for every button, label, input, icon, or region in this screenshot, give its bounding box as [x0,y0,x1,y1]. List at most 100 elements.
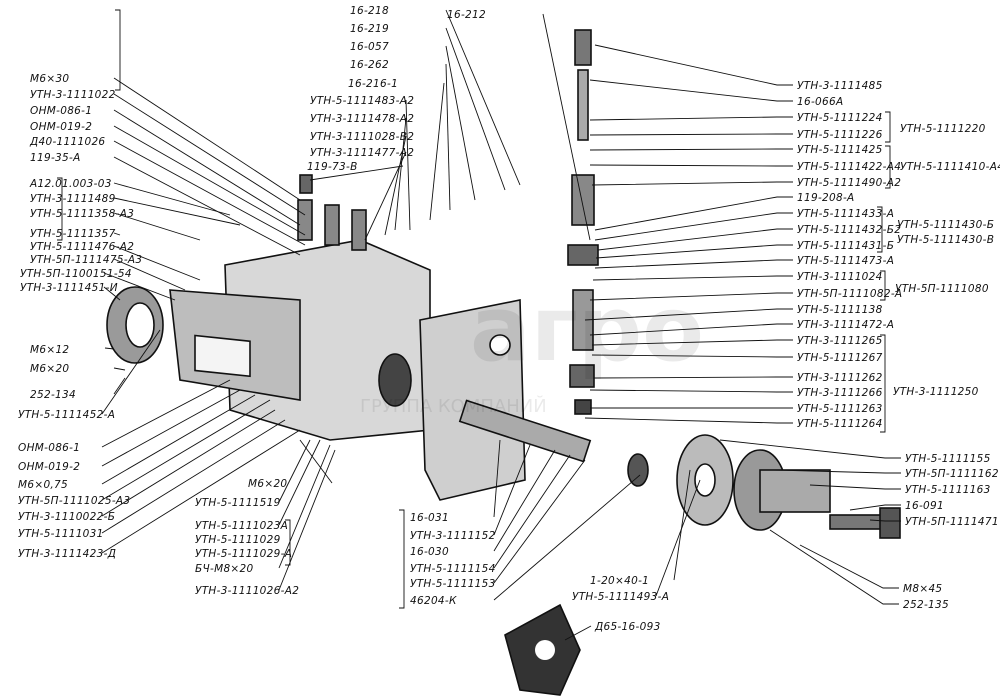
flange-bore [125,302,155,348]
leader-line [799,544,899,589]
leader-line [594,212,793,241]
group-bracket [877,206,883,253]
part-label: 1-20×40-1 [590,575,649,587]
leader-line [589,292,793,301]
part-label: УТН-5-1111432-Б2 [797,224,901,236]
part-label: УТН-5-1111433-А [797,208,894,220]
leader-line [113,140,306,246]
group-bracket [285,519,291,566]
part-label: ОНМ-019-2 [30,121,92,133]
part-label: Д65-16-093 [594,621,661,633]
leader-line [429,82,445,221]
part-label: УТН-5-1111357 [30,228,116,240]
leader-line [113,77,301,201]
coupling-bolt [829,514,886,530]
leader-line [594,44,793,86]
part-label: УТН-5-1111220 [900,123,986,135]
part-label: УТН-5-1111519 [195,497,281,509]
watermark-tagline: ГРУППА КОМПАНИЙ [360,395,547,417]
leader-line [101,389,241,467]
part-label: УТН-5П-1111475-А3 [30,254,142,266]
leader-line [493,459,586,584]
part-label: ОНМ-086-1 [18,442,80,454]
part-label: УТН-5-1111031 [18,528,104,540]
part-label: УТН-3-1111262 [797,372,883,384]
leader-line [445,63,451,211]
leader-line [589,116,793,121]
part-label: 46204-К [410,595,457,607]
part-label: 16-216-1 [348,78,398,90]
part-label: УТН-5-1111452-А [18,409,115,421]
leader-line [589,323,793,336]
leader-line [113,377,126,395]
part-label: УТН-5-1111153 [410,578,496,590]
leader-line [445,45,476,201]
leader-line [113,125,306,236]
leader-line [113,367,126,371]
leader-line [769,529,899,605]
leader-line [113,232,121,236]
leader-line [591,181,793,186]
part-label: УТН-3-1111026-А2 [195,585,299,597]
leader-line [101,399,271,501]
part-label: УТН-3-1111485 [797,80,883,92]
part-label: УТН-5-1111029 [195,534,281,546]
coupling-shaft [759,469,831,513]
part-label: УТН-3-1111477-А2 [310,147,414,159]
camshaft [458,399,592,463]
leader-line [445,9,521,186]
part-label: УТН-5-1111483-А2 [310,95,414,107]
part-label: ОНМ-086-1 [30,105,92,117]
part-label: УТН-3-1111028-В2 [310,131,414,143]
leader-line [589,389,793,393]
part-label: УТН-5-1111430-В [897,234,994,246]
part-label: УТН-3-1111472-А [797,319,894,331]
part-label: УТН-5-1111490-А2 [797,177,901,189]
leader-line [542,13,591,241]
part-label: УТН-5-1111264 [797,418,883,430]
part-label: УТН-3-1111451-И [20,282,118,294]
part-label: УТН-5-1111425 [797,144,883,156]
part-label: УТН-3-1111489 [30,193,116,205]
leader-line [101,419,286,534]
leader-line [592,275,793,281]
part-label: УТН-3-1111152 [410,530,496,542]
leader-line [113,182,231,216]
part-label: УТН-3-1111423-Д [18,548,116,560]
leader-line [113,258,186,291]
leader-line [591,354,793,358]
leader-line [309,165,404,181]
part-label: 16-030 [410,546,449,558]
group-bracket [115,9,121,91]
plate-hole [489,334,511,356]
part-labels: М6×30УТН-3-1111022ОНМ-086-1ОНМ-019-2Д40-… [18,5,1000,633]
part-label: УТН-5-1111023А [195,520,288,532]
leader-line [589,148,793,151]
part-label: 16-218 [350,5,389,17]
leader-line [113,156,301,256]
part-label: УТН-5-1111163 [905,484,991,496]
gasket-hole [535,640,555,660]
bearing [627,453,649,487]
part-label: УТН-5-1111155 [905,453,991,465]
part-label: УТН-5-1111154 [410,563,496,575]
part-label: УТН-3-1111266 [797,387,883,399]
part-label: УТН-3-1111024 [797,271,883,283]
leader-line [278,444,331,569]
part-label: М8×45 [903,583,942,595]
part-label: 16-031 [410,512,449,524]
part-label: УТН-5-1111473-А [797,255,894,267]
leader-line [594,259,793,269]
part-label: 252-134 [30,389,76,401]
leader-line [869,519,901,522]
leader-line [278,439,311,503]
watermark: агро ГРУППА КОМПАНИЙ [360,277,704,417]
part-label: Д40-1111026 [29,136,105,148]
part-label: А12.01.003-03 [29,178,112,190]
part-label: УТН-3-1111250 [893,386,979,398]
leader-line [101,409,276,517]
leader-line [589,79,793,102]
part-label: УТН-5-1111138 [797,304,883,316]
leader-line [719,439,901,459]
leader-line [384,135,407,236]
